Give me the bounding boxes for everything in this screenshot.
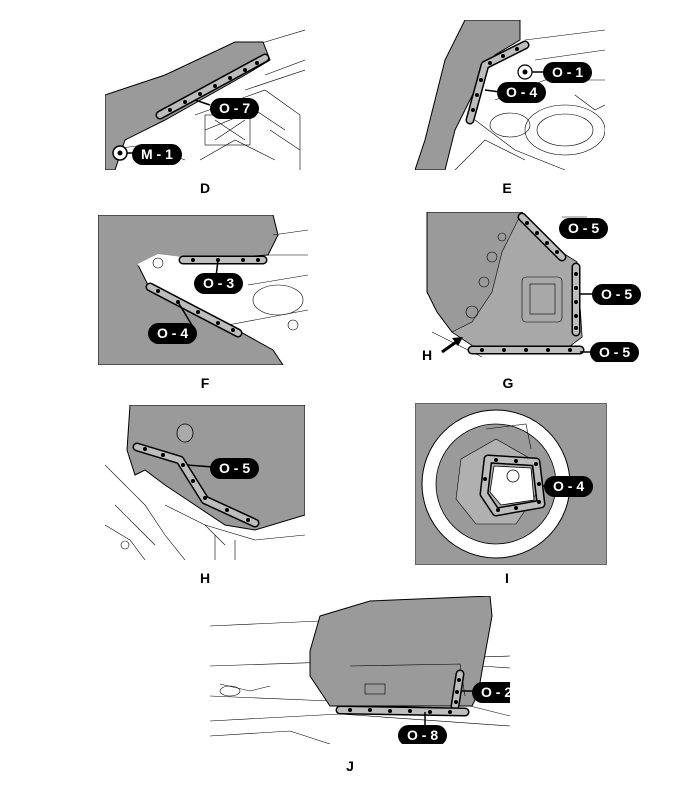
o5-seam-strip-right: [571, 262, 581, 337]
view-f-panel: O - 3 O - 4: [98, 215, 308, 365]
o5-seam-strip-bottom: [467, 345, 585, 355]
view-j-letter: J: [346, 758, 354, 774]
o7-seam-strip: [155, 53, 270, 120]
o4-seam-ring: [479, 454, 546, 517]
o3-seam-strip: [178, 255, 268, 265]
o4-seam-strip: [465, 40, 530, 125]
view-e-drawing: [415, 20, 605, 170]
callout-o5-right: O - 5: [592, 284, 642, 305]
callout-o3: O - 3: [194, 273, 244, 294]
callout-o4: O - 4: [497, 82, 547, 103]
o5-seam-strip-h: [132, 442, 260, 528]
view-j-drawing: [210, 596, 510, 744]
view-g-letter: G: [502, 375, 514, 391]
callout-o5: O - 5: [210, 458, 260, 479]
view-d-letter: D: [199, 180, 211, 196]
o8-seam-strip: [335, 705, 470, 717]
view-i-letter: I: [505, 570, 509, 586]
o4-seam-strip-f: [145, 282, 243, 338]
callout-o5-top: O - 5: [559, 218, 609, 239]
callout-o8: O - 8: [398, 725, 448, 744]
view-h-drawing: [105, 405, 305, 560]
callout-o2: O - 2: [472, 682, 510, 703]
view-g-drawing: [426, 212, 594, 358]
view-h-letter: H: [199, 570, 211, 586]
view-d-panel: O - 7 M - 1: [105, 20, 305, 170]
callout-o1: O - 1: [543, 62, 593, 83]
callout-o5-bottom: O - 5: [590, 342, 640, 362]
view-e-letter: E: [502, 180, 512, 196]
o2-seam-strip: [450, 669, 465, 711]
callout-o4: O - 4: [148, 323, 198, 344]
view-i-panel: O - 4: [415, 403, 607, 565]
o5-seam-strip-top: [517, 212, 567, 262]
callout-o4: O - 4: [544, 476, 594, 497]
view-e-panel: O - 1 O - 4: [415, 20, 605, 170]
callout-o7: O - 7: [210, 98, 260, 119]
view-g-panel: O - 5 O - 5 O - 5 H: [412, 212, 677, 362]
view-d-drawing: [105, 29, 305, 170]
view-h-arrow-label: H: [422, 347, 433, 362]
view-f-drawing: [98, 215, 308, 365]
view-j-panel: O - 2 O - 8: [210, 596, 510, 744]
callout-m1: M - 1: [132, 144, 182, 165]
view-i-drawing: [421, 409, 571, 559]
view-f-letter: F: [200, 375, 210, 391]
view-h-panel: O - 5: [105, 405, 305, 560]
